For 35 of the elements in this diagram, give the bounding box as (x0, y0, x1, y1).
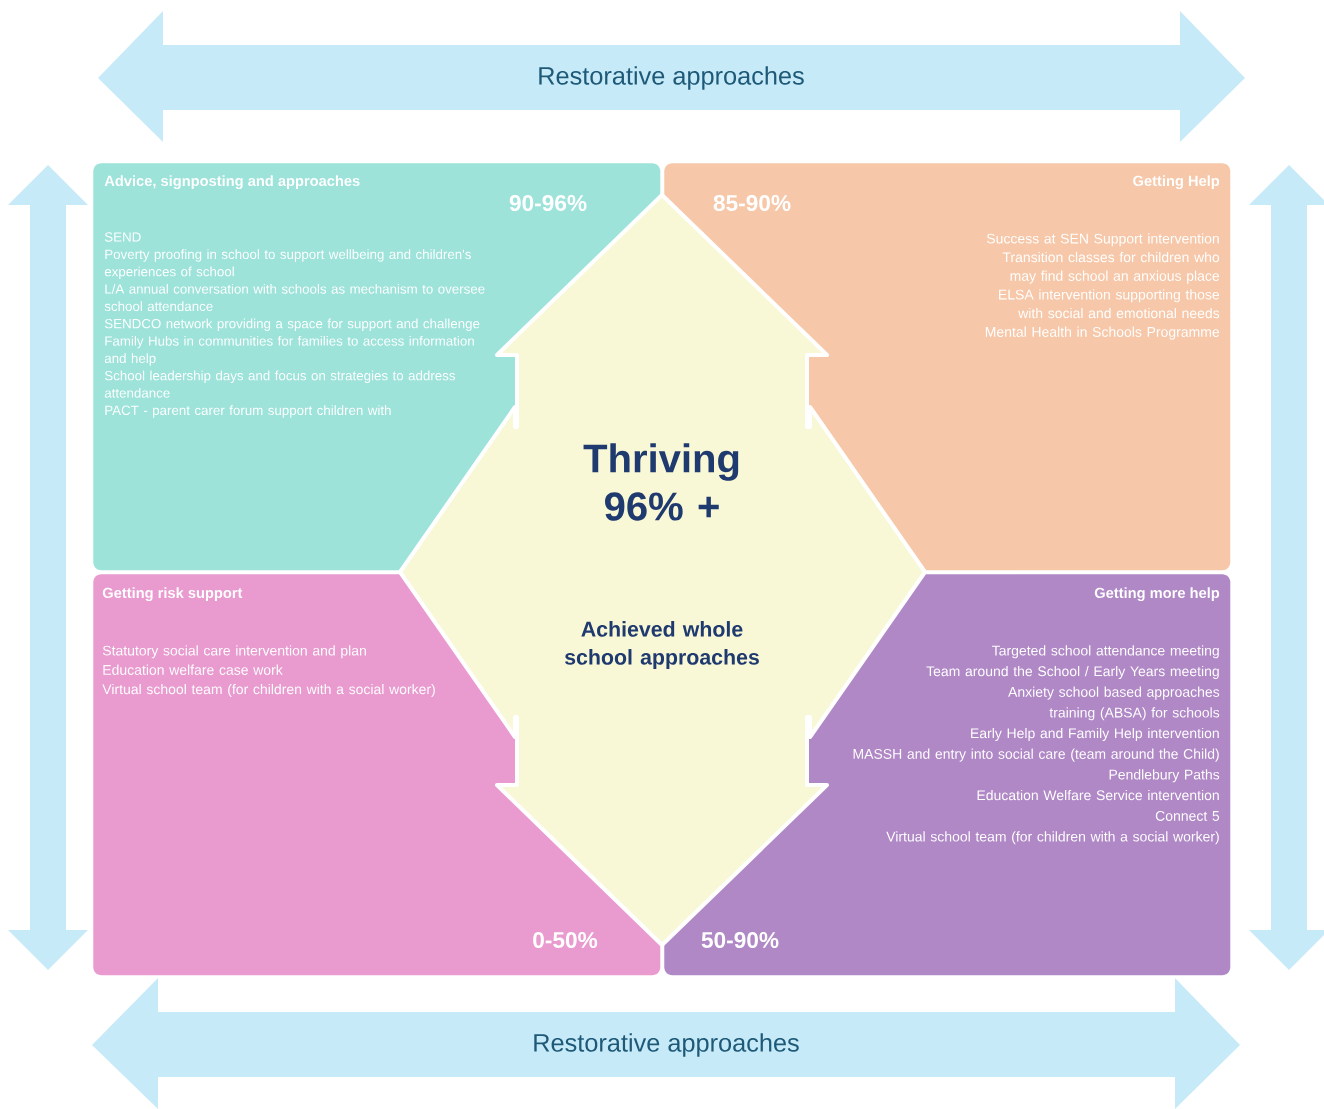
list-item: Statutory social care intervention and plan (102, 645, 366, 659)
list-item: SEND (104, 232, 141, 242)
panel-heading: Getting Help (1133, 175, 1220, 189)
list-item: Poverty proofing in school to support wellbeing and children's experiences of school (104, 249, 471, 279)
list-item: PACT - parent carer forum support children with (105, 405, 391, 418)
list-item: Transition classes for children who may find school an anxious place (1002, 251, 1220, 284)
percentage-label: 50-90% (701, 931, 779, 949)
percentage-label: 0-50% (533, 931, 598, 949)
list-item: Team around the School / Early Years meeting (926, 665, 1219, 679)
list-item: ELSA intervention supporting those with social and emotional needs (999, 289, 1220, 319)
center-subtitle: Achieved whole school approaches (564, 621, 759, 669)
percentage-label: 90-96% (509, 194, 587, 212)
double-arrow-band: Restorative approaches (92, 978, 1240, 1109)
list-item: Education Welfare Service intervention (977, 789, 1219, 801)
list-item: Virtual school team (for children with a social worker) (102, 683, 435, 697)
list-item: School leadership days and focus on strategies to address attendance (104, 370, 456, 398)
list-item: Education welfare case work (103, 664, 283, 675)
panel-heading: Getting more help (1094, 587, 1220, 601)
panel-heading: Advice, signposting and approaches (104, 175, 360, 189)
list-item: L/A annual conversation with schools as mechanism to oversee school attendance (104, 283, 485, 312)
double-arrow-band: Restorative approaches (98, 11, 1245, 142)
list-item: Targeted school attendance meeting (992, 645, 1219, 659)
percentage-label: 85-90% (713, 194, 791, 212)
center-title: Thriving 96% + (583, 443, 739, 521)
list-item: Early Help and Family Help intervention (971, 727, 1219, 741)
panel-heading: Getting risk support (102, 587, 243, 601)
list-item: Anxiety school based approaches training (ABSA) for schools (1008, 686, 1220, 721)
list-item: Success at SEN Support intervention (986, 233, 1219, 247)
list-item: Mental Health in Schools Programme (985, 326, 1220, 340)
list-item: MASSH and entry into social care (team around the Child) (853, 748, 1219, 762)
list-item: Connect 5 (1155, 810, 1220, 821)
list-item: SENDCO network providing a space for support and challenge (104, 318, 480, 331)
list-item: Pendlebury Paths (1109, 769, 1220, 783)
list-item: Family Hubs in communities for families to access information and help (104, 335, 474, 366)
list-item: Virtual school team (for children with a social worker) (886, 831, 1219, 845)
